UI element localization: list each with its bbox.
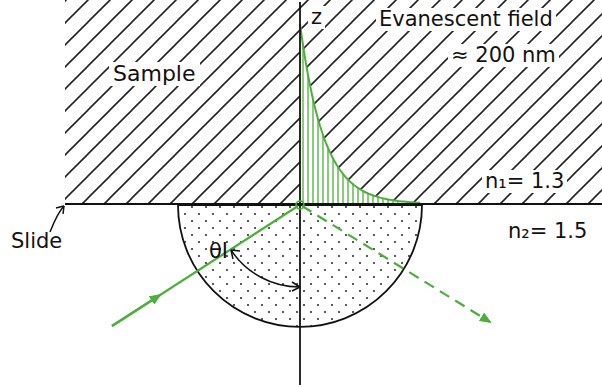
angle-label: θI [206, 240, 231, 263]
region-label: Sample [109, 62, 200, 86]
field-stroke [367, 193, 368, 204]
z-axis [299, 2, 301, 385]
field-stroke [302, 45, 303, 204]
index-label: n₂= 1.5 [505, 220, 590, 243]
field-label: Evanescent field [376, 8, 556, 31]
field-stroke [307, 75, 308, 204]
field-curve [300, 24, 420, 203]
evanescent-field [300, 24, 420, 204]
field-stroke [352, 184, 353, 204]
sample-hatching [65, 0, 602, 204]
axis-label: z [308, 6, 325, 29]
field-stroke [342, 174, 343, 204]
field-stroke [362, 191, 363, 204]
index-label: n₁= 1.3 [482, 170, 567, 193]
field-stroke [357, 188, 358, 204]
field-stroke [337, 167, 338, 204]
angle-arc [231, 250, 300, 287]
angle-arrowhead [231, 250, 240, 259]
field-stroke [327, 148, 328, 204]
angle-arrowhead [292, 282, 300, 291]
leader-arrowhead [56, 206, 64, 214]
incident-ray [112, 206, 298, 326]
field-stroke [322, 135, 323, 204]
slide-label: Slide [8, 230, 65, 253]
field-ground [300, 24, 420, 204]
reflection-point [296, 201, 304, 209]
field-stroke [332, 159, 333, 205]
incident-arrow [112, 295, 160, 326]
field-stroke [312, 99, 313, 204]
leader-line [50, 206, 64, 232]
depth-label: ≈ 200 nm [448, 44, 559, 67]
field-stroke [372, 195, 373, 204]
reflected-ray [302, 206, 490, 322]
field-stroke [347, 180, 348, 204]
field-stroke [317, 119, 318, 204]
